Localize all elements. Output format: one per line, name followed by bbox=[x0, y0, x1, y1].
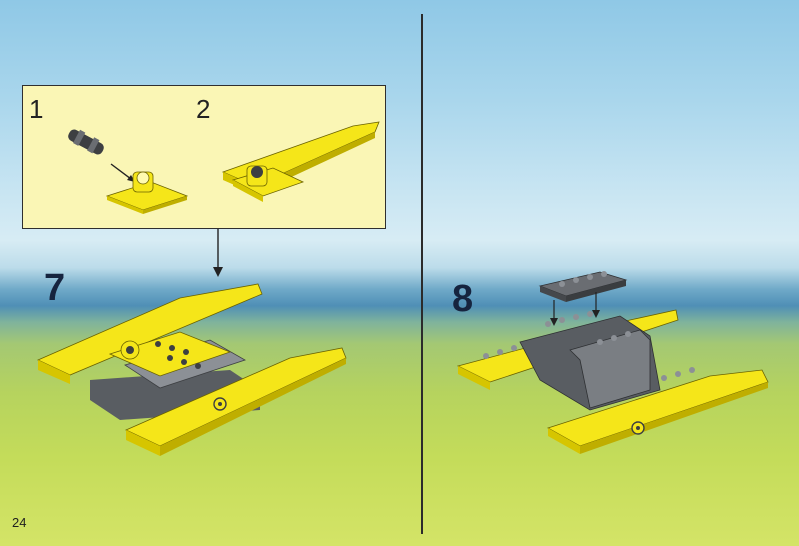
substep-2-label: 2 bbox=[196, 94, 211, 124]
subassembly-inset: 1 2 bbox=[22, 85, 386, 229]
inset-to-model-arrow bbox=[213, 229, 223, 277]
substep-1-illustration bbox=[68, 129, 189, 214]
step-8-number: 8 bbox=[452, 278, 474, 320]
page-number: 24 bbox=[12, 515, 27, 530]
connector-pin bbox=[68, 129, 104, 155]
page-divider bbox=[421, 14, 423, 534]
step-7-illustration bbox=[37, 283, 347, 456]
step-8-model bbox=[456, 271, 769, 454]
yellow-plate-with-clip bbox=[105, 171, 189, 214]
yellow-wing-arm bbox=[221, 121, 380, 202]
gray-plate-to-add bbox=[538, 271, 628, 302]
substep-2-illustration bbox=[221, 121, 380, 202]
substep-1-label: 1 bbox=[29, 94, 44, 124]
step-8-illustration bbox=[456, 271, 769, 454]
step-7-number: 7 bbox=[44, 267, 66, 309]
step-7-model bbox=[37, 283, 347, 456]
